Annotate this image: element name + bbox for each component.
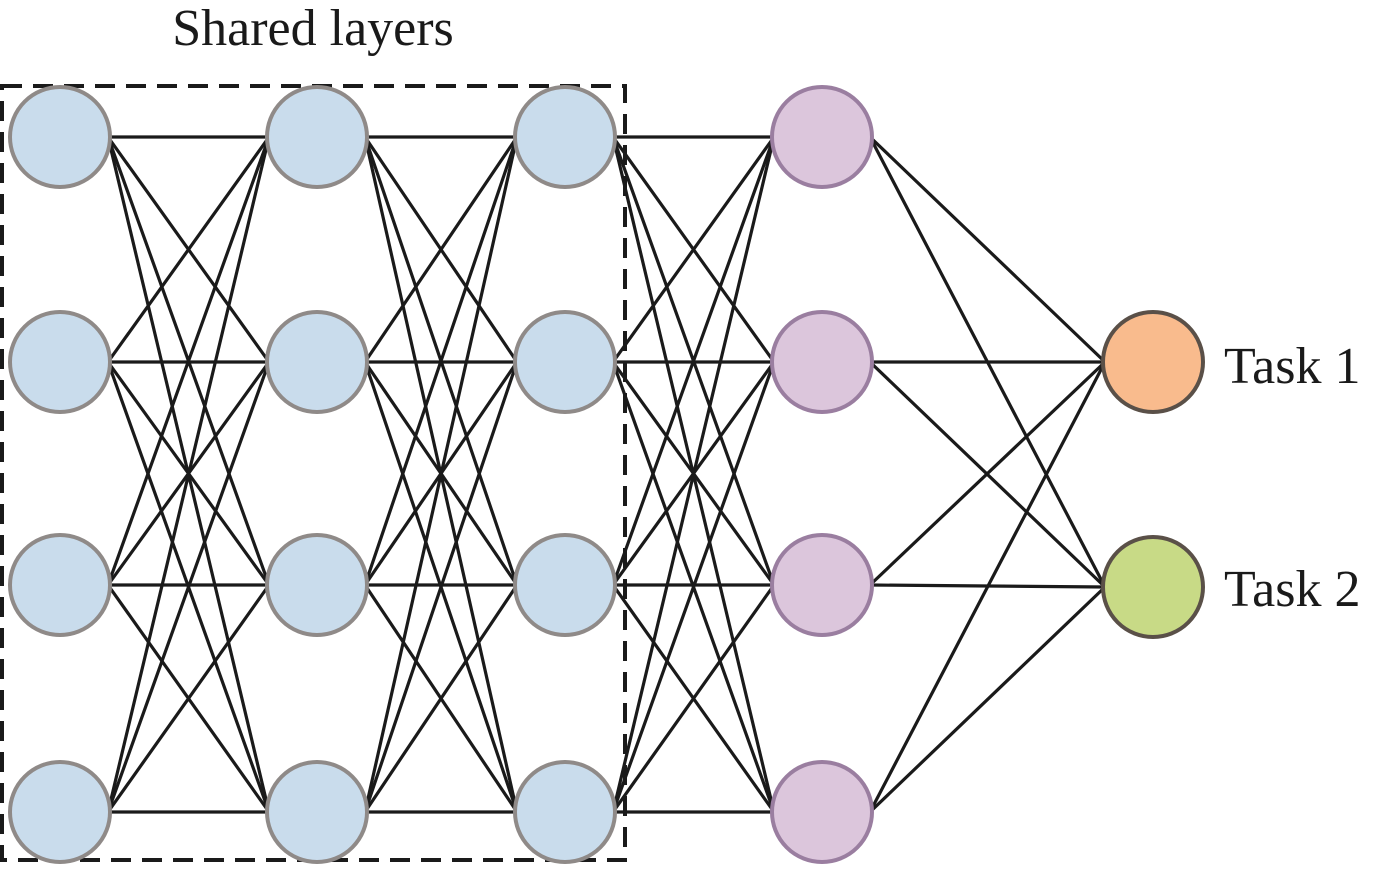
shared-layer-1-node-1 [8,85,112,189]
shared-layer-1-node-2 [8,310,112,414]
shared-layer-3-node-4 [513,760,617,864]
shared-layer-2-node-4 [265,760,369,864]
edge-shared-layer-3-2-to-task-specific-layer-1 [611,136,776,363]
shared-layer-3-node-3 [513,533,617,637]
edge-shared-layer-3-4-to-task-specific-layer-3 [611,584,776,813]
shared-layers-box [0,84,627,862]
edge-shared-layer-1-3-to-shared-layer-2-1 [106,136,271,586]
task-1-label: Task 1 [1224,338,1360,395]
edges-group [106,135,1107,814]
edge-shared-layer-3-4-to-task-specific-layer-2 [611,361,776,813]
edge-task-specific-layer-4-to-output-layer-1 [868,361,1107,813]
output-node-task-1 [1101,310,1205,414]
shared-layers-title: Shared layers [172,0,454,57]
edge-task-specific-layer-4-to-output-layer-2 [868,585,1107,814]
edge-shared-layer-2-2-to-shared-layer-3-1 [363,136,519,363]
shared-layer-2-node-2 [265,310,369,414]
task-specific-layer-node-2 [770,310,874,414]
edge-shared-layer-2-4-to-shared-layer-3-2 [363,361,519,813]
nodes-group [8,85,1205,864]
edge-shared-layer-2-4-to-shared-layer-3-1 [363,136,519,813]
shared-layer-1-node-3 [8,533,112,637]
output-node-task-2 [1101,535,1205,639]
edge-shared-layer-2-3-to-shared-layer-3-1 [363,136,519,586]
edge-shared-layer-1-4-to-shared-layer-2-2 [106,361,271,813]
task-specific-layer-node-4 [770,760,874,864]
task-specific-layer-node-1 [770,85,874,189]
edge-shared-layer-3-4-to-task-specific-layer-1 [611,136,776,813]
task-specific-layer-node-3 [770,533,874,637]
edge-task-specific-layer-3-to-output-layer-1 [868,360,1107,587]
edge-shared-layer-1-2-to-shared-layer-2-1 [106,136,271,363]
edge-task-specific-layer-1-to-output-layer-1 [868,135,1107,364]
edge-shared-layer-1-4-to-shared-layer-2-3 [106,584,271,813]
task-2-label: Task 2 [1224,561,1360,618]
shared-layer-2-node-1 [265,85,369,189]
edge-shared-layer-1-4-to-shared-layer-2-1 [106,136,271,813]
edge-shared-layer-3-3-to-task-specific-layer-1 [611,136,776,586]
shared-layer-3-node-2 [513,310,617,414]
shared-layer-1-node-4 [8,760,112,864]
edge-shared-layer-2-4-to-shared-layer-3-3 [363,584,519,813]
shared-layer-2-node-3 [265,533,369,637]
shared-layer-3-node-1 [513,85,617,189]
